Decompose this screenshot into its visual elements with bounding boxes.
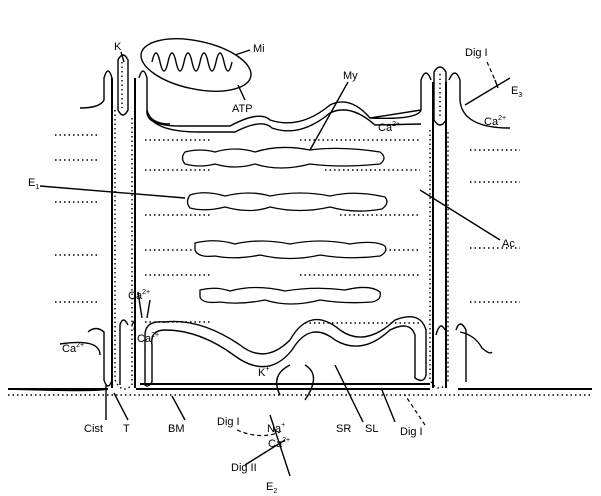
right-t-tubule	[369, 66, 511, 389]
left-invagination	[7, 325, 113, 392]
label-dig-i-bottom: Dig I	[217, 416, 240, 428]
label-my: My	[343, 70, 358, 82]
label-ca-top-right: Ca2+	[484, 115, 506, 128]
label-cist: Cist	[84, 423, 103, 435]
label-ca-top-mid: Ca2+	[378, 121, 400, 134]
mitochondrion	[140, 38, 252, 92]
label-t: T	[123, 423, 130, 435]
label-k-plus: K+	[258, 366, 269, 379]
label-e2: E2	[266, 481, 277, 495]
myofibril	[194, 240, 387, 260]
label-na-plus: Na+	[267, 422, 285, 435]
label-bm: BM	[168, 423, 185, 435]
label-ca-bottom: Ca2+	[268, 437, 290, 450]
label-dig-i-right: Dig I	[400, 426, 423, 438]
top-sarcoplasmic-reticulum	[146, 101, 422, 133]
label-ca-left-out: Ca2+	[62, 342, 84, 355]
myofibril	[186, 192, 388, 212]
label-e1: E1	[28, 177, 39, 191]
label-ac: Ac	[502, 238, 515, 250]
label-dig-i-top: Dig I	[465, 47, 488, 59]
bottom-sarcoplasmic-reticulum	[144, 316, 427, 387]
label-dig-ii: Dig II	[231, 462, 257, 474]
label-ca-sr: Ca2+	[137, 332, 159, 345]
label-ca-left-up: Ca2+	[128, 289, 150, 302]
label-sr: SR	[336, 423, 351, 435]
right-invagination	[459, 331, 493, 354]
label-e3: E3	[511, 85, 522, 99]
myofibrils	[181, 146, 388, 305]
myofibril	[181, 146, 385, 169]
label-atp: ATP	[232, 103, 253, 115]
label-k: K	[114, 41, 122, 53]
myofibril	[199, 286, 381, 305]
label-mi: Mi	[253, 43, 265, 55]
label-sl: SL	[365, 423, 378, 435]
labels: K Mi My Dig I E3 Ca2+ Ca2+ ATP E1 Ac Ca2…	[28, 41, 522, 495]
leader-lines	[39, 49, 511, 477]
z-lines	[55, 134, 520, 324]
